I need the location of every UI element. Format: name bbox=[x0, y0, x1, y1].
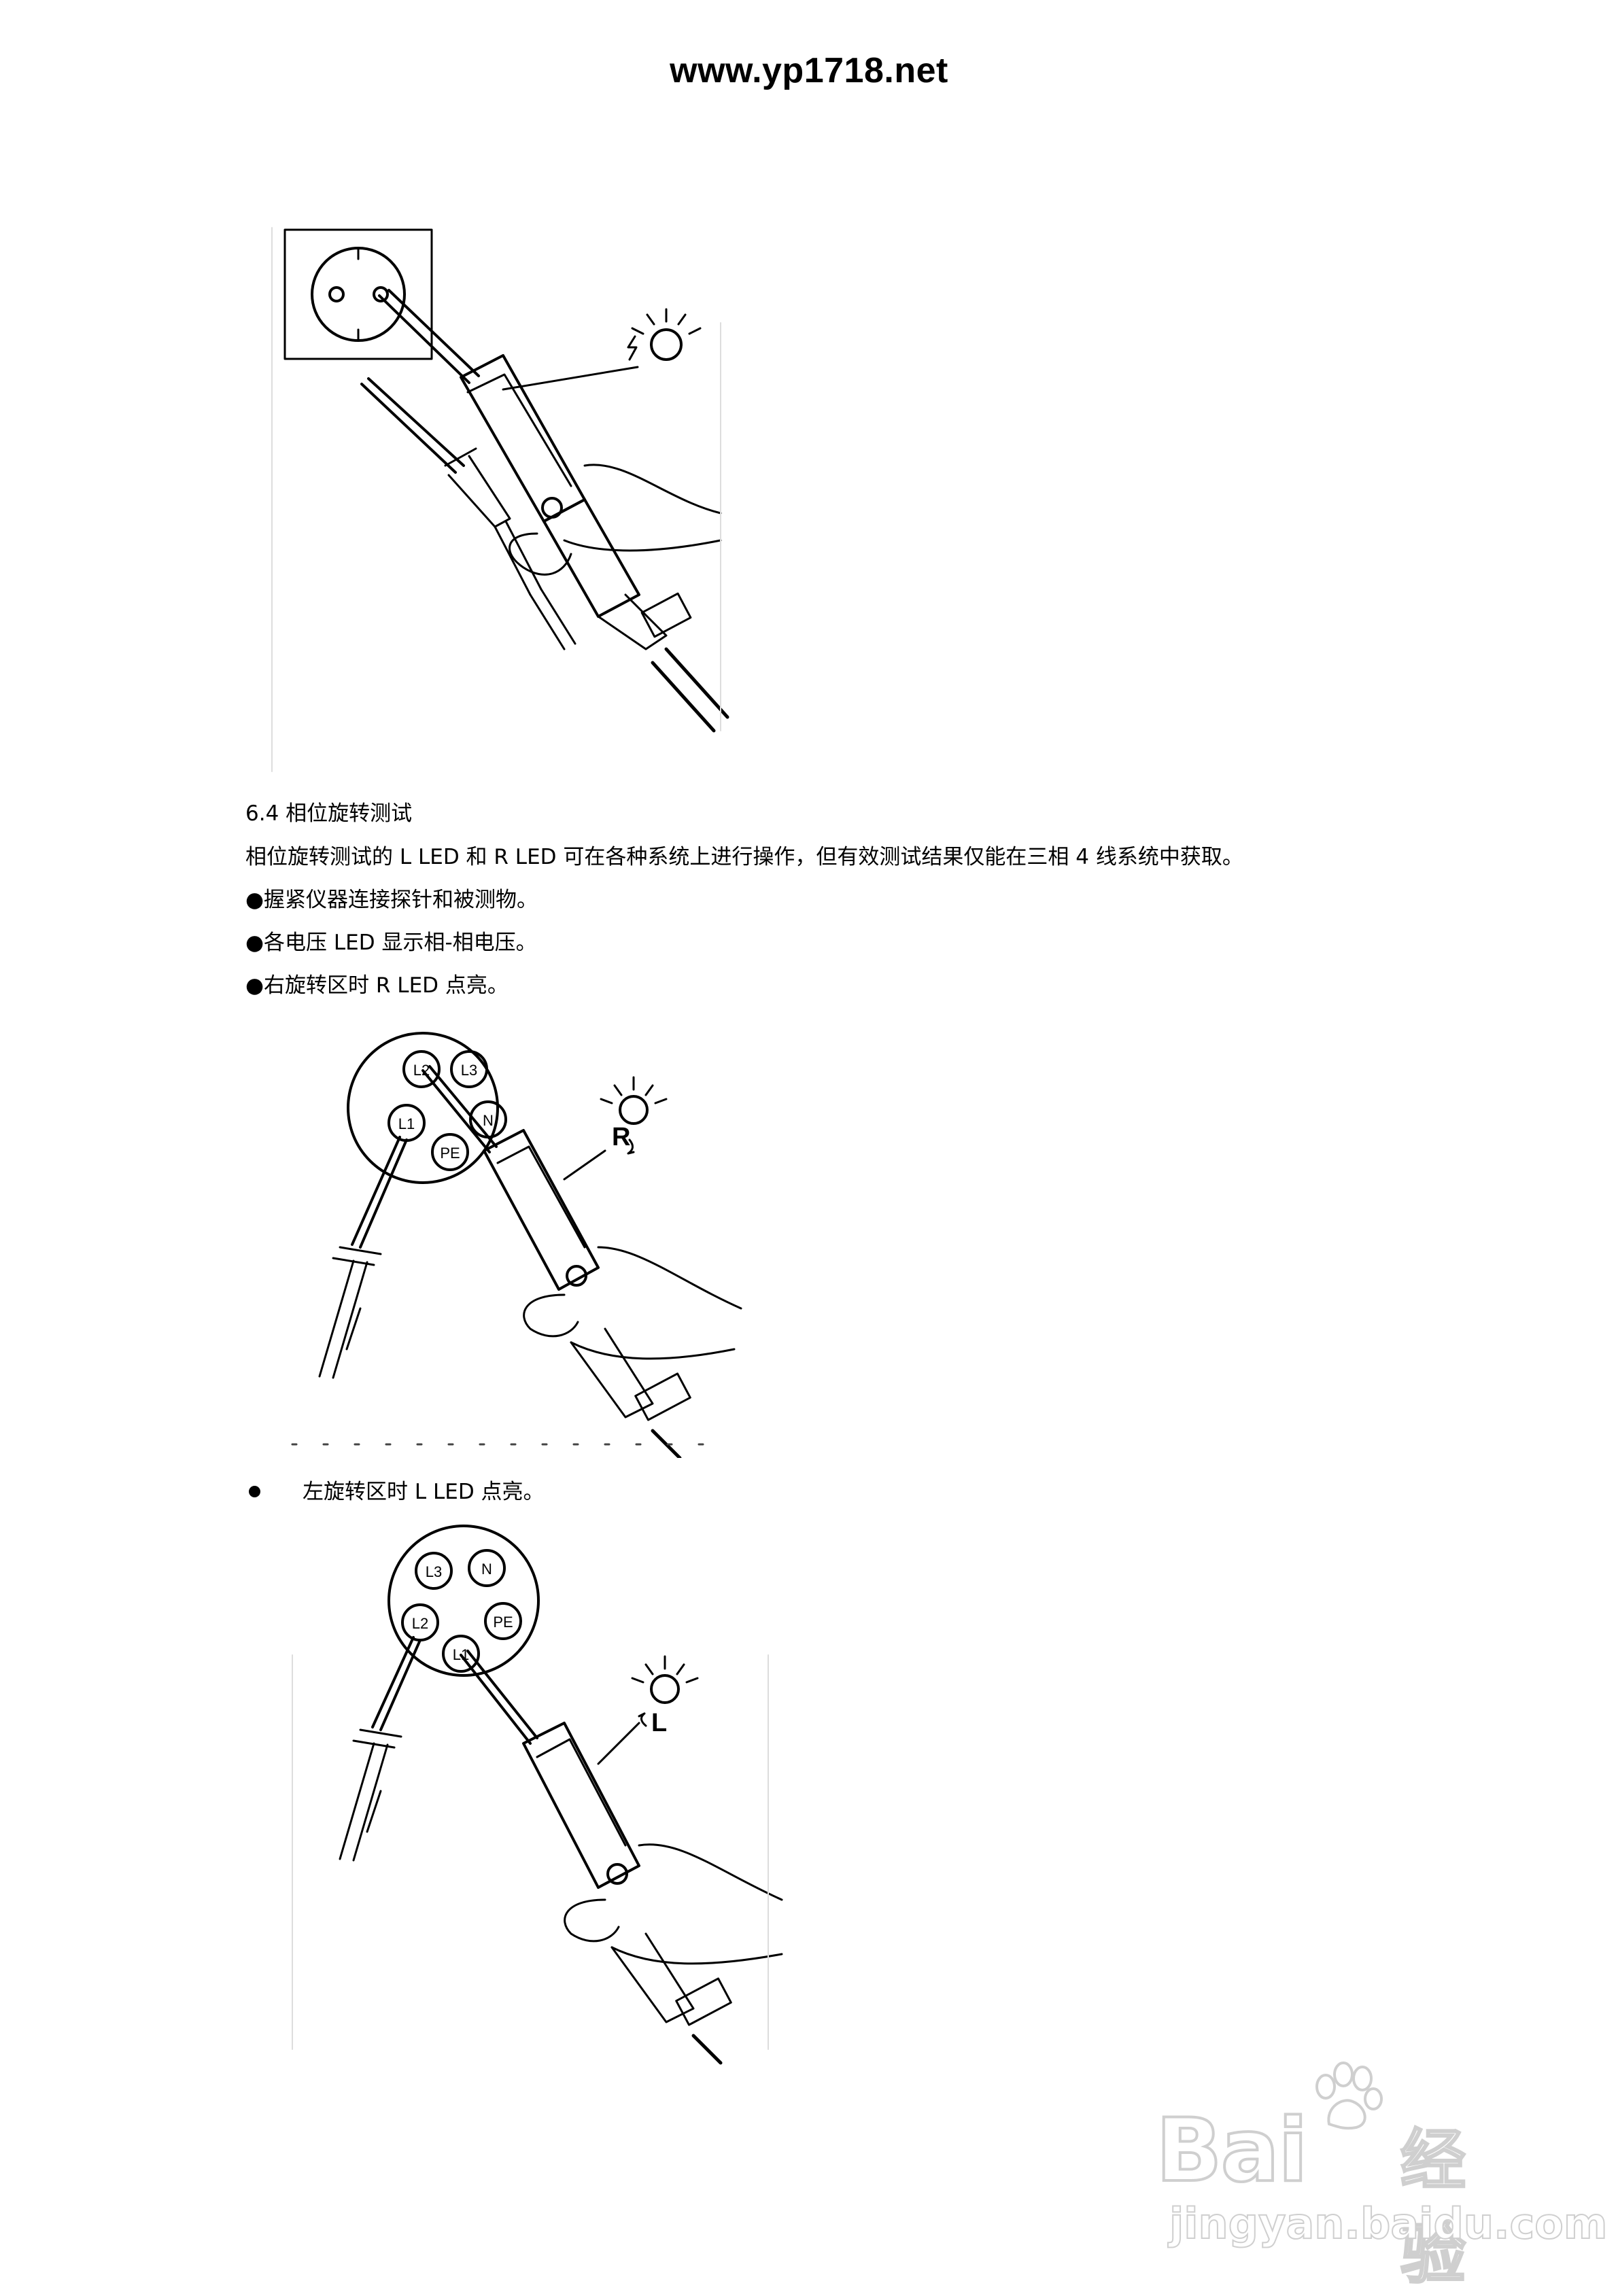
figure-right-rotation: L2 L3 L1 N PE R bbox=[245, 1023, 789, 1458]
socket-face bbox=[311, 247, 406, 342]
outlet-face bbox=[388, 1525, 540, 1677]
terminal-label: L2 bbox=[412, 1615, 428, 1632]
paw-logo bbox=[1315, 2062, 1383, 2130]
terminal-label: L1 bbox=[398, 1115, 415, 1132]
outlet-face bbox=[347, 1032, 499, 1184]
tester-body bbox=[522, 1722, 640, 1889]
indicator-letter: L bbox=[651, 1709, 667, 1737]
wall-socket-frame bbox=[283, 228, 433, 360]
bullet-3: ●右旋转区时 R LED 点亮。 bbox=[245, 973, 509, 998]
terminal-label: L3 bbox=[426, 1563, 442, 1580]
watermark-domain: jingyan.baidu.com bbox=[1169, 2198, 1608, 2249]
bullet-dot bbox=[249, 1486, 260, 1497]
watermark-brand-jingyan: 经验 bbox=[1400, 2121, 1467, 2294]
probe-second bbox=[351, 1136, 408, 1249]
probe-top bbox=[378, 289, 480, 384]
tester-body bbox=[483, 1129, 600, 1291]
lamp-icon bbox=[619, 1095, 649, 1125]
hand bbox=[523, 1246, 742, 1360]
terminal-label: PE bbox=[493, 1614, 513, 1631]
watermark-brand: Bai bbox=[1154, 2099, 1309, 2203]
probe-top bbox=[460, 1650, 538, 1745]
terminal-label: N bbox=[481, 1561, 492, 1578]
baidu-jingyan-watermark: Bai 经验 jingyan.baidu.com bbox=[1149, 2059, 1608, 2294]
figure-socket-test bbox=[245, 214, 761, 778]
lamp-icon bbox=[650, 328, 683, 361]
lamp-icon bbox=[650, 1674, 680, 1704]
figure-left-rotation: L3 N L2 PE L1 L bbox=[279, 1519, 795, 2076]
terminal-label: L3 bbox=[461, 1062, 477, 1079]
bullet-4: 左旋转区时 L LED 点亮。 bbox=[303, 1480, 545, 1504]
terminal-label: N bbox=[483, 1112, 494, 1129]
probe-top bbox=[421, 1065, 498, 1153]
hand bbox=[564, 1843, 783, 1965]
indicator-letter: R bbox=[612, 1123, 630, 1151]
probe-second bbox=[371, 1636, 421, 1731]
section-heading: 6.4 相位旋转测试 bbox=[245, 801, 413, 826]
bullet-1: ●握紧仪器连接探针和被测物。 bbox=[245, 888, 538, 912]
probe-second bbox=[360, 377, 465, 474]
bullet-2: ●各电压 LED 显示相-相电压。 bbox=[245, 930, 537, 955]
section-intro: 相位旋转测试的 L LED 和 R LED 可在各种系统上进行操作，但有效测试结… bbox=[245, 845, 1243, 869]
page-header-url: www.yp1718.net bbox=[670, 51, 948, 90]
hand bbox=[509, 464, 722, 576]
tester-body bbox=[460, 354, 586, 523]
terminal-label: PE bbox=[440, 1145, 460, 1162]
